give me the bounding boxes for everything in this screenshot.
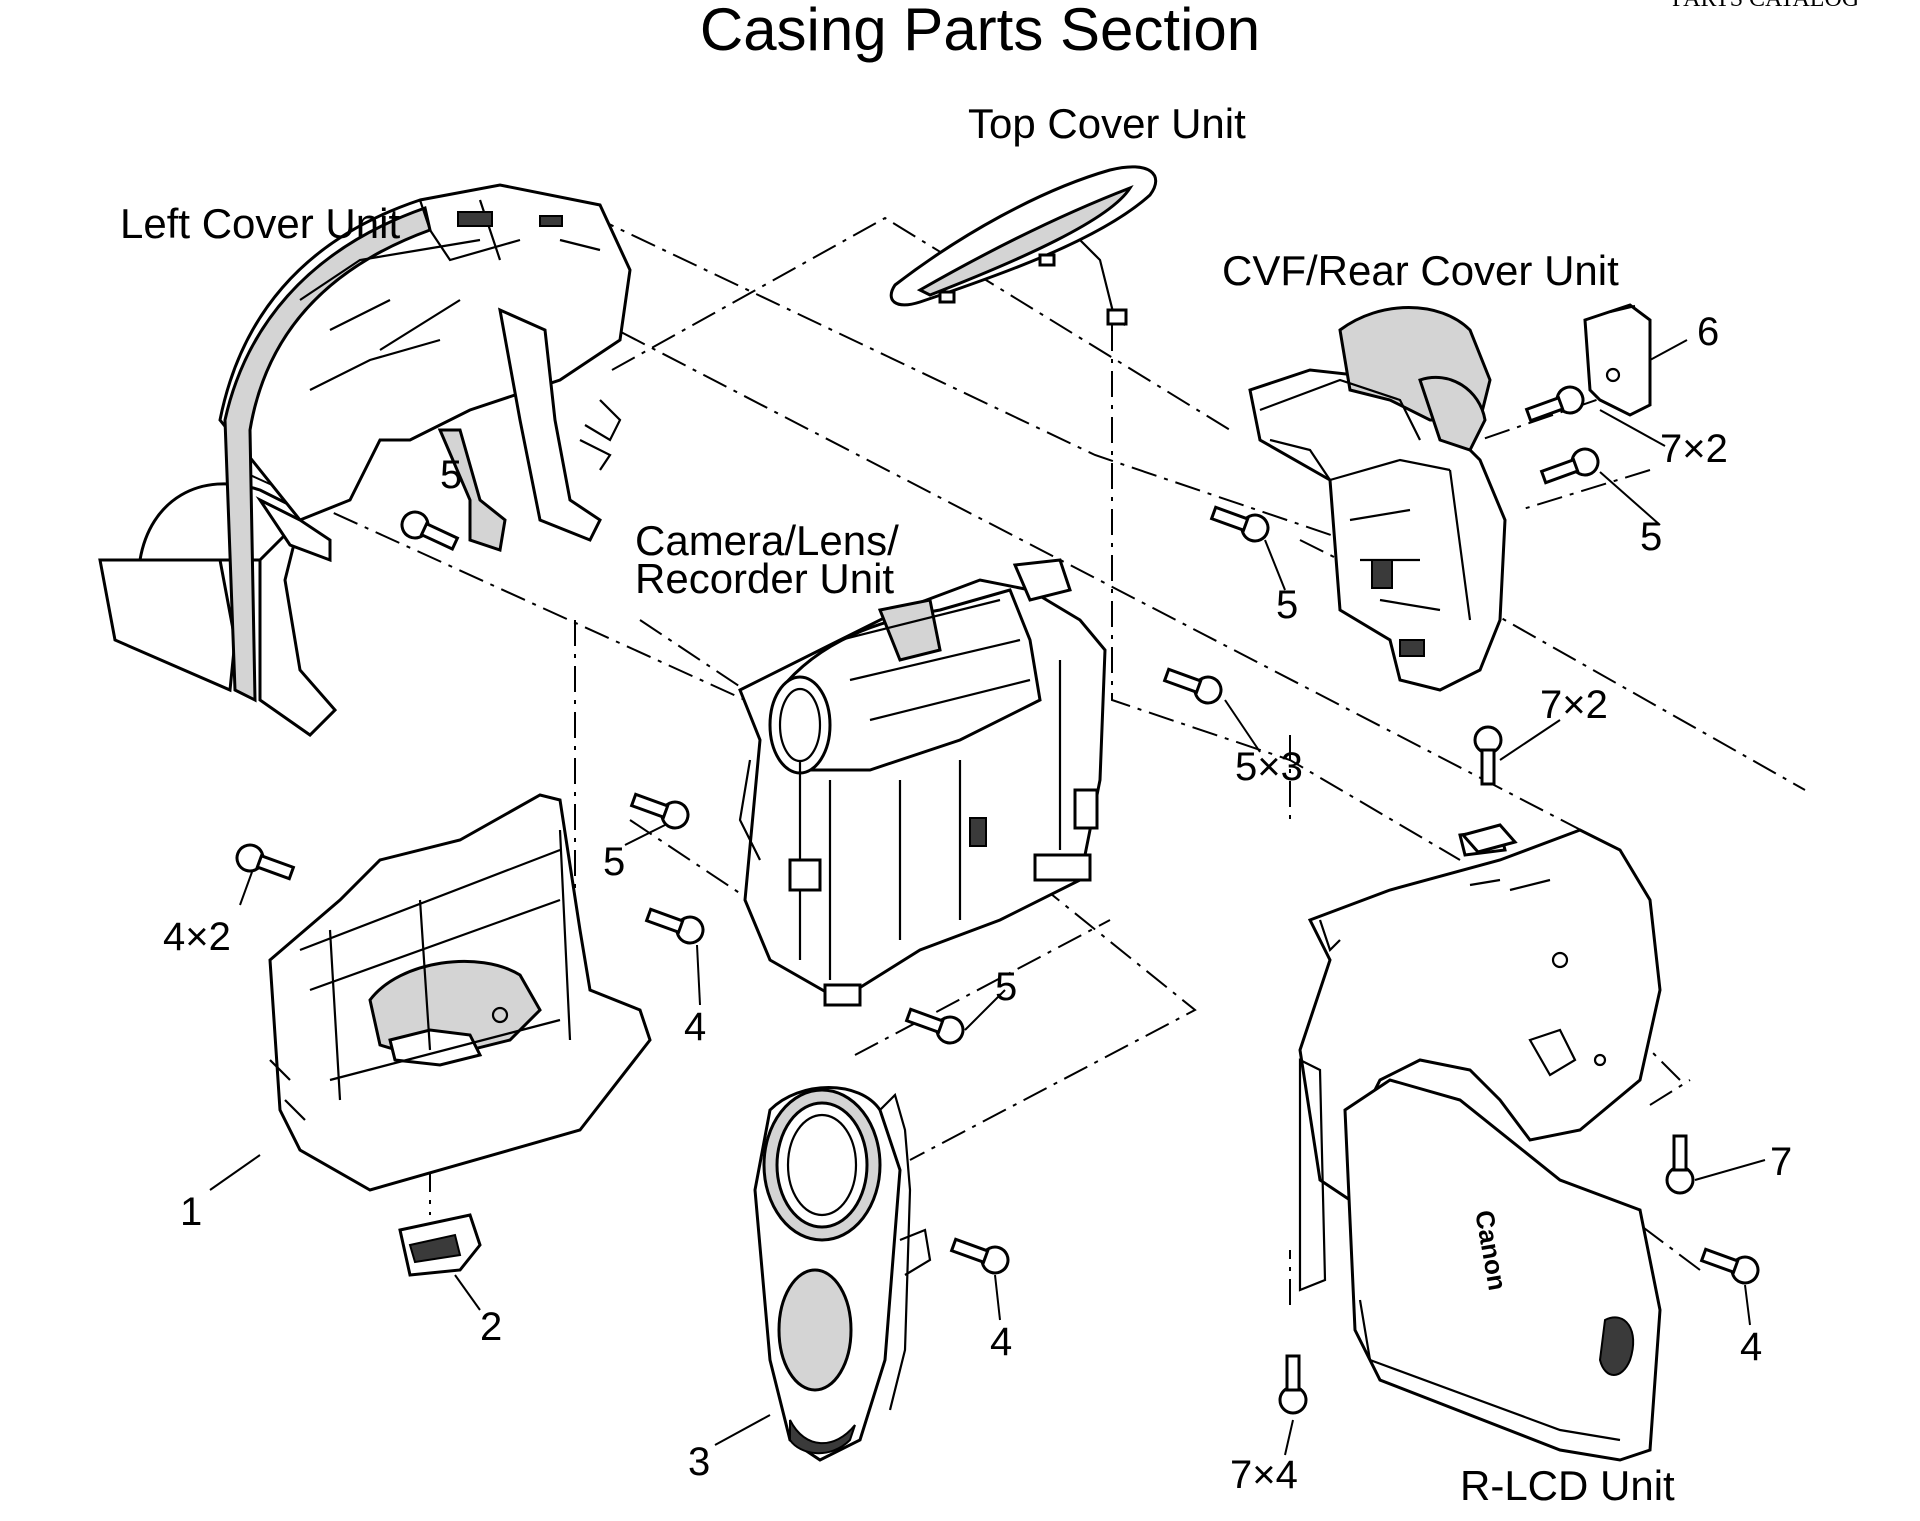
- screw-7x2-vertical: [1473, 725, 1503, 786]
- screw-5-cvf-right: [1539, 447, 1600, 485]
- callout-6: 6: [1697, 310, 1719, 354]
- screw-5-cvf: [1209, 505, 1270, 543]
- callout-5-cvf-right: 5: [1640, 515, 1662, 559]
- part-1-bottom-cover: [268, 793, 652, 1192]
- screw-4x2: [235, 843, 296, 881]
- screw-4-lcd: [1699, 1247, 1760, 1285]
- screws: [235, 385, 1760, 1415]
- part-2-bracket: [398, 1213, 482, 1277]
- leader-lines: [209, 339, 1766, 1456]
- callout-7: 7: [1770, 1140, 1792, 1184]
- screw-5-left-cover: [400, 510, 460, 552]
- callout-1: 1: [180, 1190, 202, 1234]
- top-cover-unit-label: Top Cover Unit: [968, 100, 1246, 147]
- r-lcd-unit-label: R-LCD Unit: [1460, 1462, 1675, 1509]
- callout-5x3: 5×3: [1235, 745, 1303, 789]
- screw-4-front-cover: [949, 1237, 1010, 1275]
- cvf-rear-cover-unit: [1248, 306, 1507, 692]
- callout-2: 2: [480, 1305, 502, 1349]
- screw-5-camera-bottom: [904, 1007, 965, 1045]
- screw-7x4: [1278, 1354, 1308, 1415]
- callout-4-camera-left: 4: [684, 1005, 706, 1049]
- screw-4-camera-left: [644, 907, 705, 945]
- camera-lens-recorder-unit: [738, 558, 1107, 1007]
- screw-5-camera-left: [629, 792, 690, 830]
- callout-7x4: 7×4: [1230, 1453, 1298, 1497]
- screw-7: [1665, 1134, 1695, 1195]
- callout-5-camera-bottom: 5: [995, 965, 1017, 1009]
- camera-lens-label-line1: Camera/Lens/: [635, 517, 899, 564]
- part-6-bracket: [1583, 303, 1652, 417]
- screw-7x2-upper: [1524, 385, 1585, 423]
- page-title: Casing Parts Section: [700, 0, 1260, 63]
- callout-7x2-vertical: 7×2: [1540, 683, 1608, 727]
- cvf-rear-cover-unit-label: CVF/Rear Cover Unit: [1222, 247, 1619, 294]
- left-cover-unit-label: Left Cover Unit: [120, 200, 400, 247]
- screw-5x3: [1162, 667, 1223, 705]
- callouts: 6 7×2 5 5 5×3 7×2 5 5 4×2 4 5 1 2 3 4 4 …: [163, 310, 1792, 1497]
- callout-7x2-upper: 7×2: [1660, 427, 1728, 471]
- callout-4x2: 4×2: [163, 915, 231, 959]
- callout-4-lcd: 4: [1740, 1325, 1762, 1369]
- callout-4-front-cover: 4: [990, 1320, 1012, 1364]
- callout-5-camera-left: 5: [603, 840, 625, 884]
- callout-5-left-cover: 5: [440, 453, 462, 497]
- r-lcd-unit: Canon: [1298, 828, 1662, 1462]
- catalog-header-fragment: PARTS CATALOG: [1672, 0, 1859, 12]
- left-cover-unit: [98, 183, 632, 737]
- callout-5-cvf: 5: [1276, 583, 1298, 627]
- callout-3: 3: [688, 1440, 710, 1484]
- camera-lens-label-line2: Recorder Unit: [635, 555, 894, 602]
- top-cover-unit: [889, 165, 1158, 326]
- part-3-front-cover: [753, 1086, 932, 1462]
